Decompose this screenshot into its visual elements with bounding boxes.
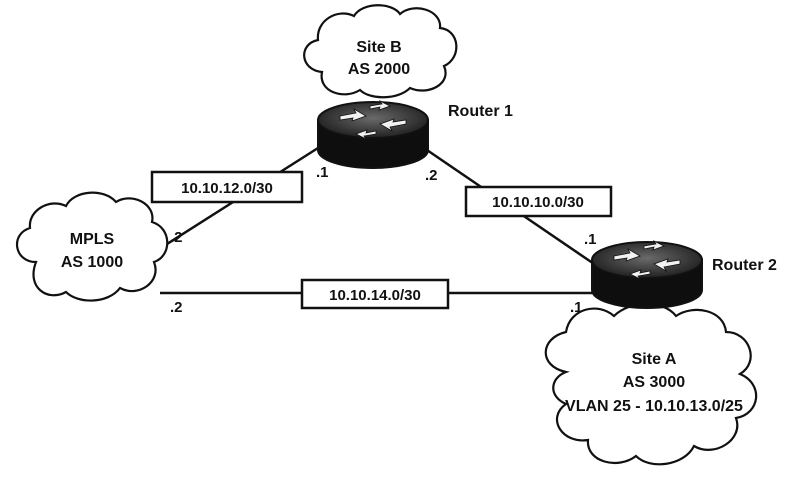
subnet-box-mpls-r2: 10.10.14.0/30 — [300, 278, 450, 310]
subnet-r1-mpls: 10.10.12.0/30 — [181, 180, 273, 197]
router-1-label: Router 1 — [448, 103, 513, 120]
router-1: Router 1 — [317, 99, 513, 169]
subnet-box-r1-mpls: 10.10.12.0/30 — [150, 170, 304, 204]
router-2-label: Router 2 — [712, 257, 777, 274]
subnet-r1-r2: 10.10.10.0/30 — [492, 194, 584, 211]
router-1-arrows-icon — [339, 99, 407, 141]
iface-mpls-to-r2: .2 — [170, 299, 183, 316]
site-b-as: AS 2000 — [348, 61, 410, 78]
cloud-site-b: Site B AS 2000 — [303, 4, 458, 99]
cloud-site-a: Site A AS 3000 VLAN 25 - 10.10.13.0/25 — [544, 303, 758, 466]
site-a-vlan: VLAN 25 - 10.10.13.0/25 — [565, 398, 743, 415]
cloud-mpls: MPLS AS 1000 — [15, 191, 169, 302]
iface-mpls-to-r1: .2 — [170, 229, 183, 246]
subnet-mpls-r2: 10.10.14.0/30 — [329, 287, 421, 304]
router-2: Router 2 — [591, 239, 777, 309]
iface-r1-to-mpls: .1 — [316, 164, 329, 181]
iface-r1-to-r2: .2 — [425, 167, 438, 184]
subnet-box-r1-r2: 10.10.10.0/30 — [464, 185, 613, 218]
site-a-name: Site A — [632, 351, 677, 368]
mpls-as: AS 1000 — [61, 254, 123, 271]
iface-r2-to-r1: .1 — [584, 231, 597, 248]
site-b-name: Site B — [356, 39, 401, 56]
site-a-as: AS 3000 — [623, 374, 685, 391]
iface-r2-to-mpls: .1 — [570, 299, 583, 316]
router-2-arrows-icon — [613, 239, 681, 281]
mpls-name: MPLS — [70, 231, 115, 248]
